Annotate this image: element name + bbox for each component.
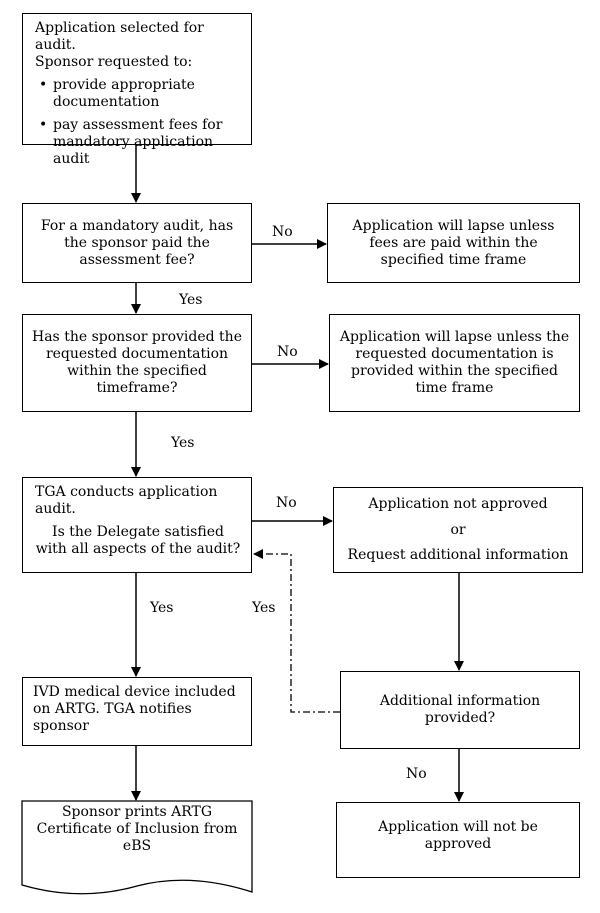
label-yes-docs: Yes	[171, 435, 195, 451]
label-yes-return: Yes	[252, 600, 276, 616]
label-yes-audit: Yes	[150, 600, 174, 616]
not-approved-box: Application not approved or Request addi…	[333, 487, 583, 573]
start-box-line2: Sponsor requested to:	[35, 54, 193, 70]
additional-info-text: Additional information provided?	[379, 693, 541, 726]
certificate-text: Sponsor prints ARTG Certificate of Inclu…	[36, 803, 238, 854]
included-box: IVD medical device included on ARTG. TGA…	[22, 677, 252, 746]
fee-question-box: For a mandatory audit, has the sponsor p…	[22, 203, 252, 283]
docs-lapse-text: Application will lapse unless the reques…	[339, 329, 570, 396]
bullet-item: provide appropriate documentation	[39, 77, 241, 111]
fee-lapse-text: Application will lapse unless fees are p…	[352, 217, 555, 268]
certificate-box: Sponsor prints ARTG Certificate of Inclu…	[22, 804, 252, 854]
not-approved-text: Application not approved	[368, 496, 548, 513]
arrow-additional-yes-return	[253, 549, 340, 713]
start-box-bullets: provide appropriate documentation pay as…	[35, 77, 241, 168]
audit-box: TGA conducts application audit. Is the D…	[22, 477, 252, 573]
docs-question-text: Has the sponsor provided the requested d…	[32, 329, 242, 396]
label-no-additional: No	[406, 766, 427, 782]
will-not-approve-box: Application will not be approved	[336, 802, 580, 878]
docs-lapse-box: Application will lapse unless the reques…	[329, 314, 580, 412]
additional-info-box: Additional information provided?	[340, 671, 580, 749]
label-yes-fee: Yes	[179, 292, 203, 308]
request-info-text: Request additional information	[347, 546, 569, 563]
or-text: or	[450, 521, 466, 538]
audit-box-line1: TGA conducts application audit.	[35, 484, 218, 517]
bullet-item: pay assessment fees for mandatory applic…	[39, 117, 241, 168]
label-no-audit: No	[276, 495, 297, 511]
certificate-document-shape	[21, 800, 253, 895]
will-not-approve-text: Application will not be approved	[378, 819, 538, 852]
label-no-fee: No	[272, 224, 293, 240]
audit-box-line2: Is the Delegate satisfied with all aspec…	[35, 524, 241, 557]
included-text: IVD medical device included on ARTG. TGA…	[33, 684, 236, 734]
docs-question-box: Has the sponsor provided the requested d…	[22, 314, 252, 412]
fee-lapse-box: Application will lapse unless fees are p…	[327, 203, 580, 283]
fee-question-text: For a mandatory audit, has the sponsor p…	[40, 217, 234, 268]
label-no-docs: No	[277, 344, 298, 360]
start-box: Application selected for audit. Sponsor …	[22, 13, 252, 167]
start-box-line1: Application selected for audit.	[35, 20, 204, 53]
